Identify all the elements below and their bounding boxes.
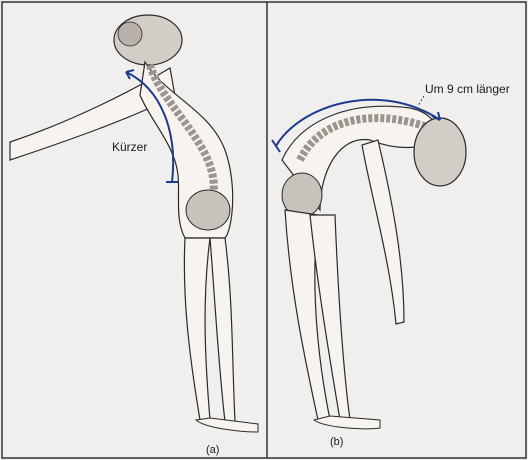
figure-bending xyxy=(282,106,466,428)
caption-panel-b: (b) xyxy=(330,436,343,448)
annotation-shorter: Kürzer xyxy=(112,140,147,154)
caption-panel-a: (a) xyxy=(206,444,219,456)
annotation-longer: Um 9 cm länger xyxy=(425,82,510,96)
